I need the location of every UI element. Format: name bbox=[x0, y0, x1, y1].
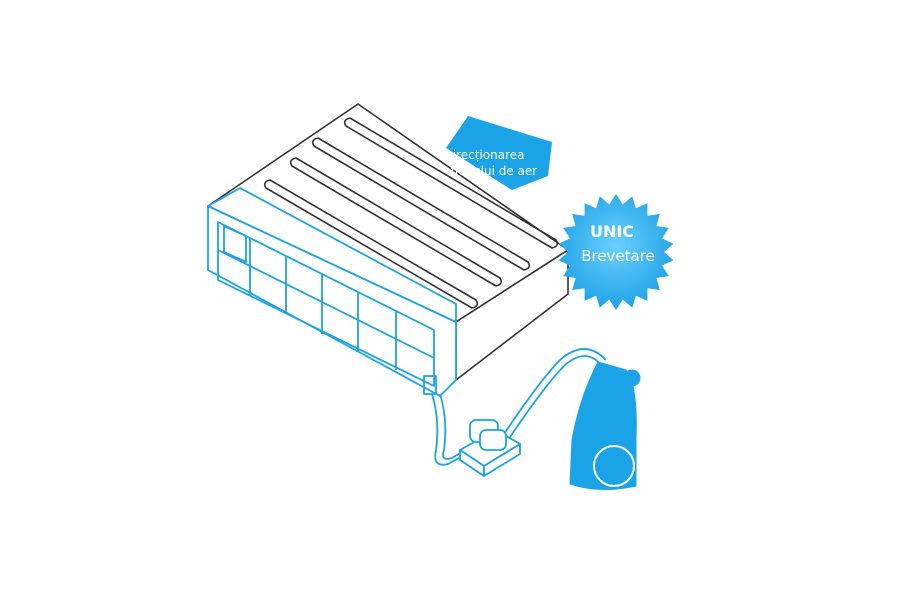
drain-pipe bbox=[431, 348, 607, 466]
unit-body bbox=[207, 103, 569, 381]
badge-subtitle: Brevetare bbox=[581, 247, 655, 265]
patent-badge: UNIC Brevetare bbox=[558, 194, 674, 310]
airflow-label-line2: fluxului de aer bbox=[451, 164, 538, 178]
airflow-arrow: Direcționarea fluxului de aer bbox=[444, 116, 552, 190]
airflow-label-line1: Direcționarea bbox=[444, 148, 525, 162]
condensate-pump bbox=[459, 419, 521, 477]
badge-starburst bbox=[558, 194, 674, 310]
airflow-arrow-shape bbox=[446, 116, 552, 190]
front-panel bbox=[207, 187, 457, 397]
badge-title: UNIC bbox=[590, 222, 634, 241]
vacuum-tank bbox=[569, 361, 641, 491]
